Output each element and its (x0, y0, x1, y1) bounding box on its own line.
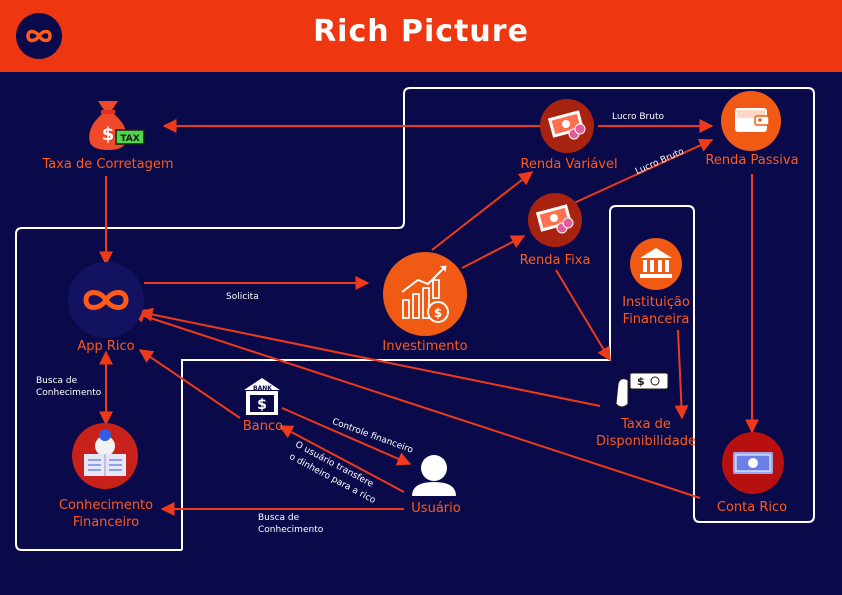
hand-money-icon: $ (615, 372, 669, 408)
edge-label-solicita: Solicita (226, 292, 259, 302)
arrow-taxadisp-to-app (138, 307, 601, 407)
node-label-taxa-corretagem: Taxa de Corretagem (42, 157, 174, 172)
person-reading-icon (72, 423, 138, 489)
arrow-banco-to-usuario (281, 407, 412, 466)
node-label-conhecimento-1: Conhecimento (58, 498, 154, 513)
svg-text:TAX: TAX (120, 134, 139, 144)
tax-money-bag-icon: $ TAX (89, 101, 145, 150)
infinity-icon (68, 262, 144, 338)
node-label-taxa-disp-2: Disponibilidade (595, 434, 696, 449)
edge-label-busca-1-line2: Conhecimento (36, 388, 102, 398)
growth-chart-icon: $ (383, 252, 467, 336)
node-label-conta-rico: Conta Rico (716, 500, 788, 515)
arrow-banco-to-app (138, 349, 241, 419)
node-label-taxa-disp-1: Taxa de (621, 417, 671, 432)
page-title: Rich Picture (313, 14, 529, 49)
bank-icon-text: BANK (253, 385, 272, 392)
node-label-renda-variavel: Renda Variável (520, 157, 618, 172)
infinity-icon (26, 29, 52, 43)
arrow-rf-to-taxadisp (555, 269, 611, 362)
bank-building-icon (630, 238, 682, 290)
node-label-instituicao-2: Financeira (622, 312, 690, 327)
node-label-usuario: Usuário (411, 501, 461, 516)
arrows (99, 119, 759, 516)
node-label-renda-passiva: Renda Passiva (705, 153, 799, 168)
svg-text:$: $ (637, 375, 645, 388)
money-coins-icon (540, 99, 594, 153)
arrow-conta-to-app (130, 309, 701, 499)
wallet-icon (721, 91, 781, 151)
node-label-app-rico: App Rico (77, 339, 135, 354)
edge-label-busca-2-line2: Conhecimento (258, 525, 324, 535)
svg-text:$: $ (102, 124, 115, 145)
arrow-invest-to-rv (431, 171, 534, 251)
svg-text:$: $ (434, 306, 442, 320)
svg-text:$: $ (257, 397, 267, 413)
node-label-banco: Banco (242, 419, 284, 434)
app-logo (16, 13, 62, 59)
arrow-usuario-to-banco (278, 425, 405, 493)
node-label-conhecimento-2: Financeiro (72, 515, 140, 530)
edge-label-lucro-bruto-1: Lucro Bruto (612, 112, 664, 122)
edge-label-busca-2-line1: Busca de (258, 513, 300, 523)
arrow-rf-to-rp (573, 138, 714, 204)
bank-icon: $ (244, 378, 280, 415)
header-bar (0, 0, 842, 72)
boundary-lines (15, 87, 815, 551)
node-label-renda-fixa: Renda Fixa (519, 253, 591, 268)
user-icon (412, 455, 456, 496)
edge-label-busca-1-line1: Busca de (36, 376, 78, 386)
node-label-instituicao-1: Instituição (622, 295, 690, 310)
money-coins-icon (528, 193, 582, 247)
arrow-invest-to-rf (461, 235, 526, 269)
banknote-icon (722, 432, 784, 494)
arrow-inst-to-taxadisp (674, 329, 689, 420)
node-label-investimento: Investimento (382, 339, 468, 354)
